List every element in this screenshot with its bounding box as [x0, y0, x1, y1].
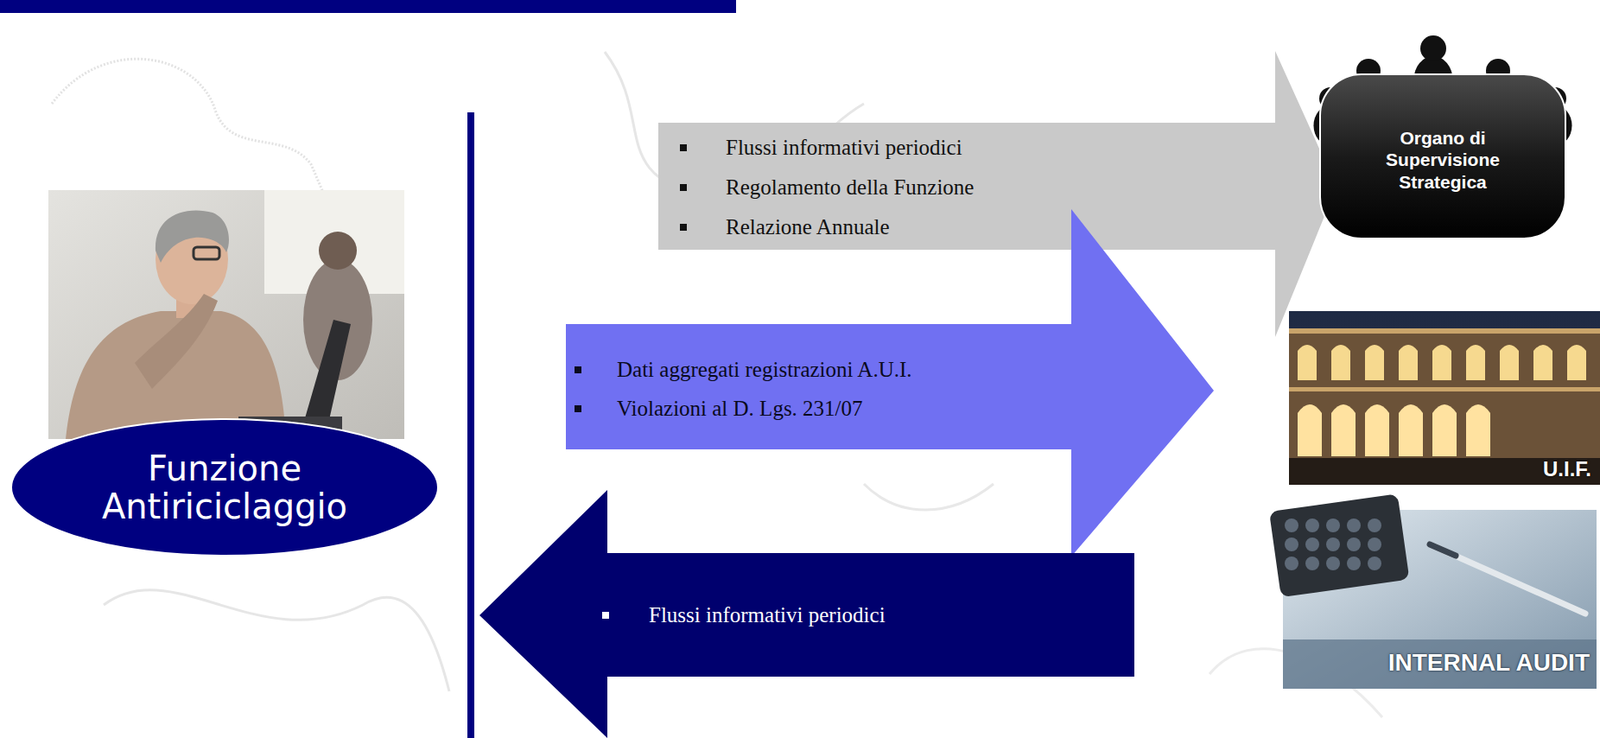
calculator-key — [1305, 537, 1320, 552]
ellipse-fill — [11, 419, 439, 556]
window — [1398, 344, 1418, 381]
block-arrow: Flussi informativi periodiciRegolamento … — [658, 50, 1337, 337]
pen — [1429, 544, 1586, 614]
arrow-shape — [565, 209, 1214, 557]
window — [1432, 344, 1452, 381]
divider-line — [467, 112, 475, 738]
man-glasses — [193, 247, 220, 260]
window — [1365, 344, 1385, 381]
man-hair — [155, 209, 229, 263]
node-label: Organo di Supervisione Strategica — [1373, 126, 1512, 193]
calculator-key — [1326, 518, 1340, 533]
calculator-key — [1346, 518, 1361, 533]
bullet-text: Regolamento della Funzione — [725, 175, 974, 200]
node-label: Funzione Antiriciclaggio — [51, 449, 398, 526]
title-bar — [0, 0, 737, 13]
picture-box: U.I.F. — [1288, 311, 1600, 485]
window — [1331, 344, 1351, 381]
facade — [1288, 330, 1600, 460]
bullet-list: Flussi informativi periodiciRegolamento … — [658, 127, 1276, 248]
background-head — [318, 231, 357, 270]
person-head — [1420, 35, 1447, 62]
block-arrow: Dati aggregati registrazioni A.U.I. Viola… — [565, 209, 1214, 557]
bullet-list: Dati aggregati registrazioni A.U.I. Viola… — [565, 349, 1072, 428]
picture-box: INTERNAL AUDIT — [1282, 509, 1597, 689]
calculator-key — [1326, 537, 1340, 552]
calculator-key — [1326, 556, 1340, 571]
puzzle-outline — [863, 483, 994, 510]
bullet-row: Relazione Annuale — [658, 207, 1276, 248]
bullet-square — [679, 223, 687, 231]
sky — [1288, 311, 1600, 485]
bullet-text: Violazioni al D. Lgs. 231/07 — [616, 396, 864, 421]
window — [1466, 344, 1486, 381]
arch — [1398, 404, 1423, 457]
bullet-text: Relazione Annuale — [725, 215, 890, 240]
photo-ground — [48, 190, 405, 439]
calculator — [1269, 493, 1410, 597]
ground — [1288, 457, 1600, 485]
cornice — [1288, 328, 1600, 334]
bullet-row: Flussi informativi periodici — [658, 127, 1276, 168]
bullet-square — [679, 144, 687, 152]
picture-label: INTERNAL AUDIT — [1388, 648, 1590, 677]
bullet-square — [574, 405, 582, 413]
table-shape — [1320, 74, 1566, 239]
calculator-key — [1284, 537, 1299, 552]
bullet-row: Violazioni al D. Lgs. 231/07 — [565, 388, 1072, 428]
calculator-key — [1367, 537, 1382, 552]
pen-tip — [1429, 544, 1456, 556]
block-arrow: Flussi informativi periodici — [479, 489, 1135, 738]
function-ellipse: Funzione Antiriciclaggio — [10, 418, 439, 557]
calculator-key — [1284, 556, 1299, 571]
window — [1297, 344, 1317, 381]
calculator-key — [1305, 518, 1320, 533]
bullet-row: Regolamento della Funzione — [658, 167, 1276, 208]
label-band — [1282, 639, 1597, 689]
person-photo — [48, 190, 405, 439]
calculator-key — [1346, 537, 1361, 552]
calculator-key — [1284, 518, 1299, 533]
bullet-row: Dati aggregati registrazioni A.U.I. — [565, 349, 1072, 389]
bullet-row: Flussi informativi periodici — [479, 595, 1135, 635]
bullet-square — [679, 184, 687, 191]
arch — [1331, 404, 1356, 457]
calculator-key — [1367, 518, 1382, 533]
window — [1533, 344, 1553, 381]
bullet-text: Flussi informativi periodici — [725, 135, 963, 160]
puzzle-outline — [103, 590, 450, 692]
bullet-text: Flussi informativi periodici — [648, 603, 886, 628]
window — [1499, 344, 1519, 381]
arch — [1297, 404, 1322, 457]
arrow-fill — [658, 50, 1337, 337]
bullet-square — [574, 366, 582, 374]
cornice — [1288, 387, 1600, 392]
picture-label: U.I.F. — [1542, 457, 1592, 482]
bullet-text: Dati aggregati registrazioni A.U.I. — [616, 357, 913, 382]
bullet-square — [602, 611, 610, 619]
calculator-key — [1346, 556, 1361, 571]
arch — [1432, 404, 1457, 457]
calculator-key — [1367, 556, 1382, 571]
calculator-key — [1305, 556, 1320, 571]
board-icon: Organo di Supervisione Strategica — [1311, 34, 1575, 242]
bullet-list: Flussi informativi periodici — [479, 595, 1135, 635]
arch — [1466, 404, 1491, 457]
arrow-fill — [565, 209, 1214, 557]
arrow-fill — [479, 489, 1135, 738]
man-arm — [134, 293, 218, 389]
window — [1567, 344, 1587, 381]
arch — [1365, 404, 1390, 457]
